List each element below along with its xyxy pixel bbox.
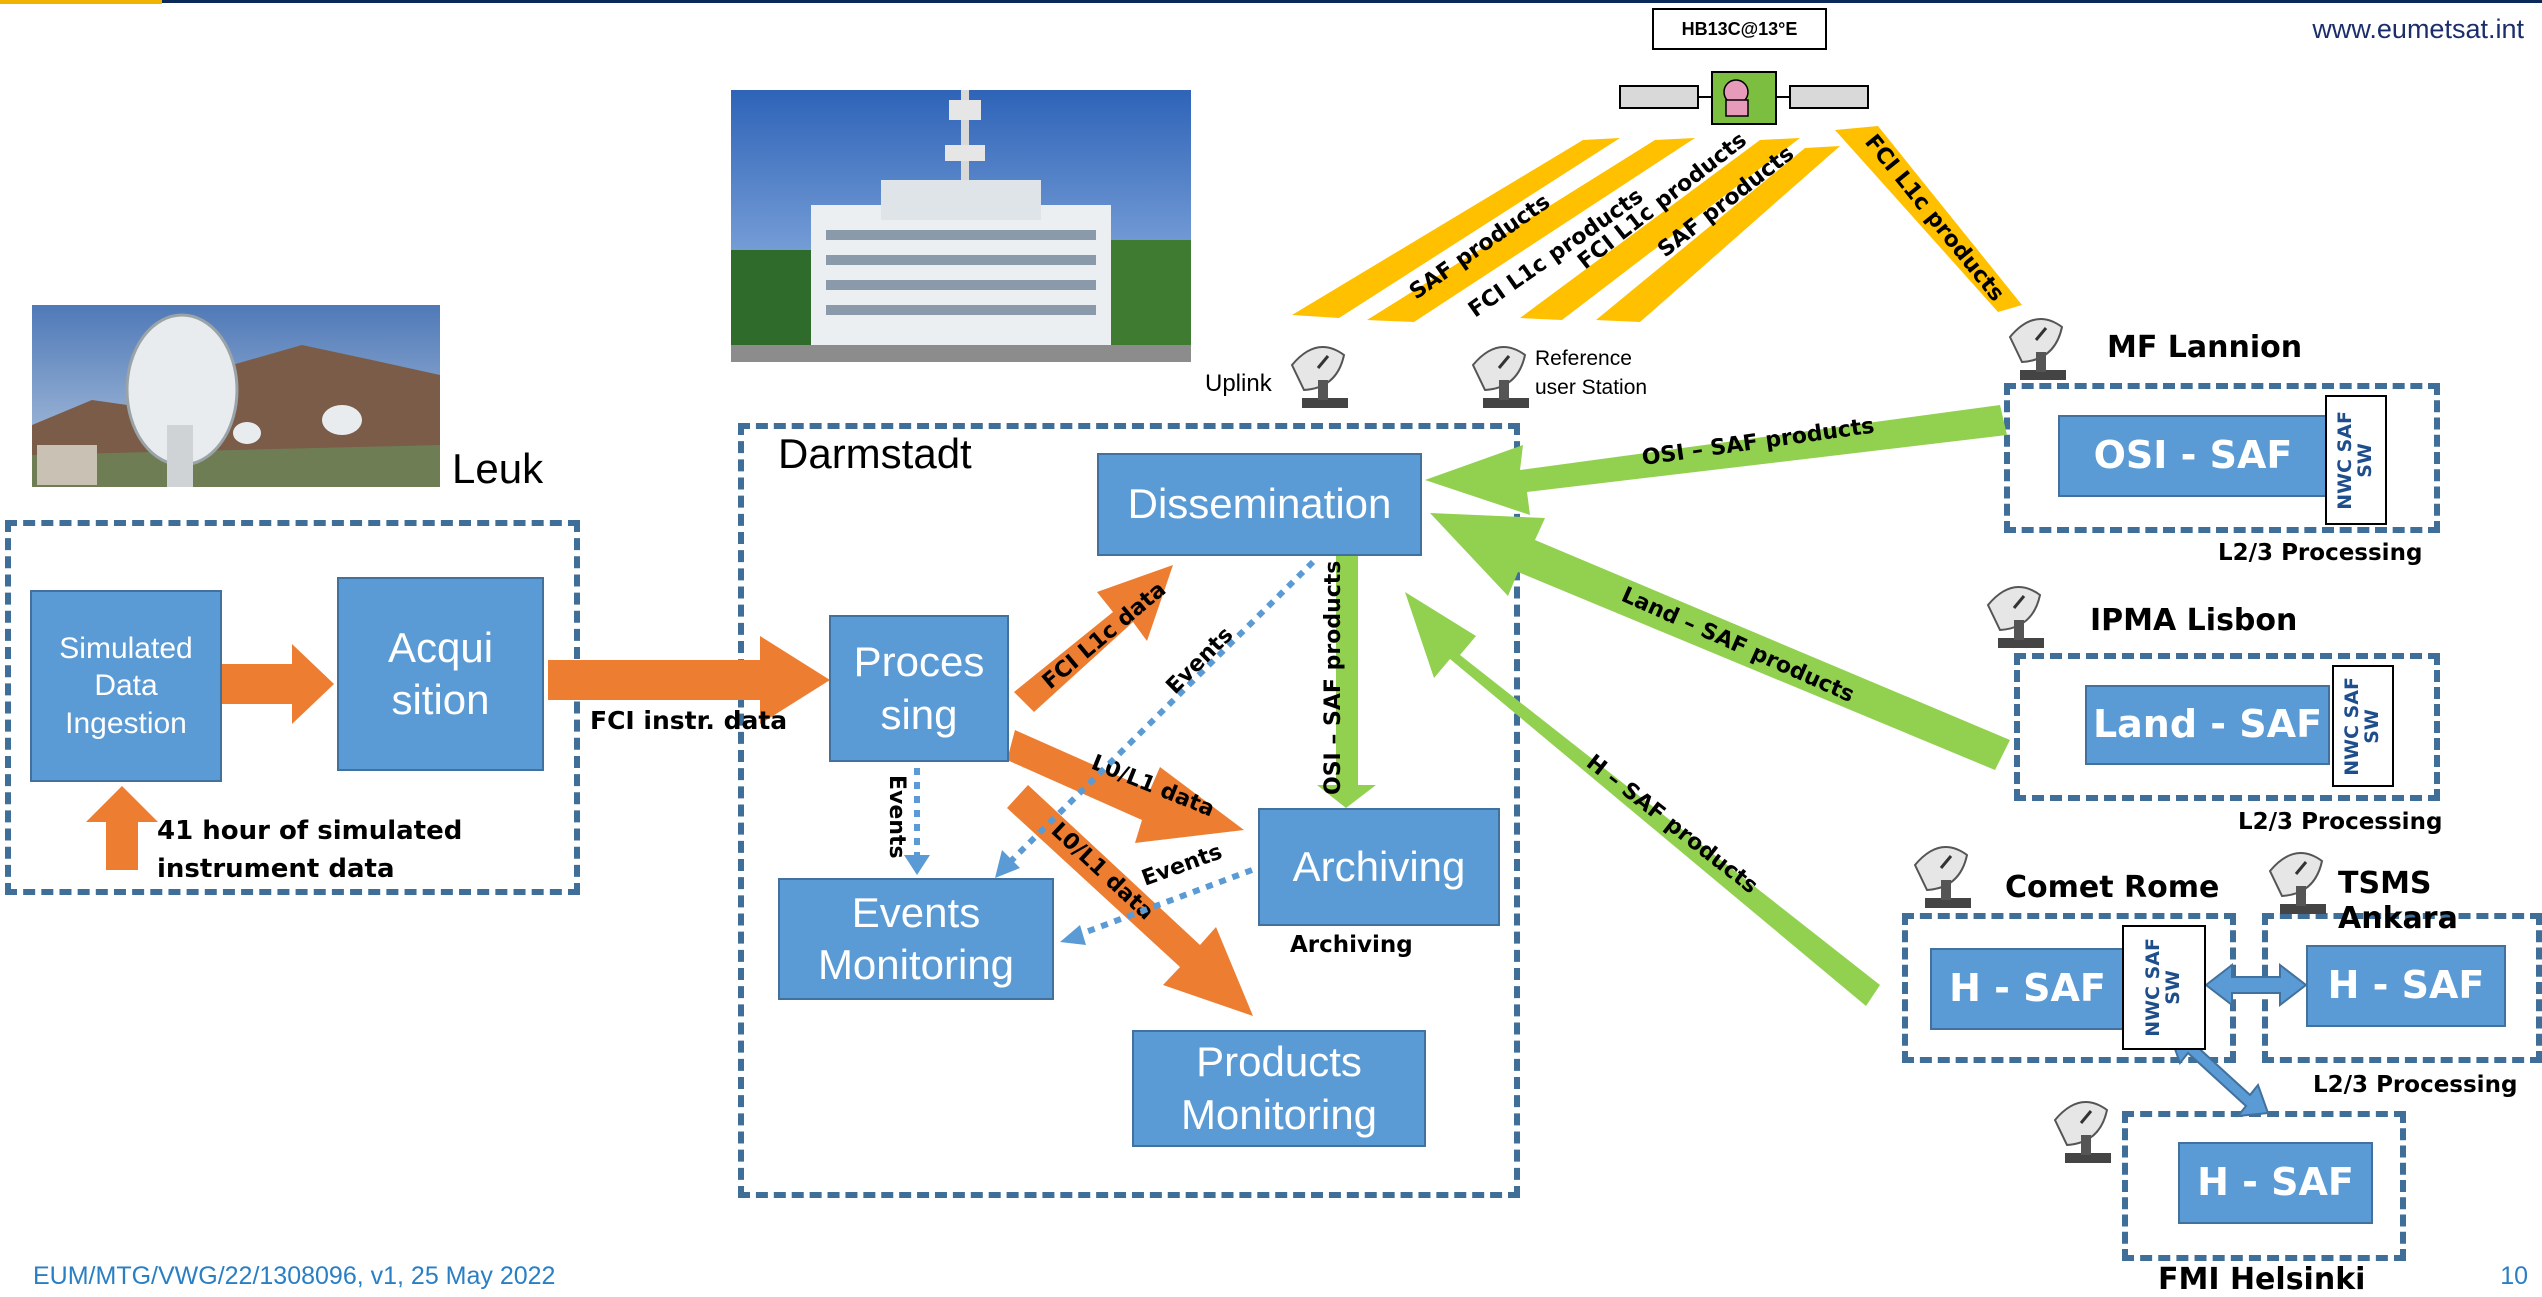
leuk-station-photo [32, 305, 440, 487]
arrow-dissemination-archiving [1317, 548, 1376, 808]
arrow-processing-products [1007, 785, 1253, 1016]
archiving-box: Archiving [1258, 808, 1500, 926]
products-monitoring-line2: Monitoring [1180, 1090, 1378, 1138]
h-saf-products-label: H – SAF products [1581, 750, 1762, 899]
helsinki-dish-icon [2053, 1101, 2111, 1163]
darmstadt-building-photo [731, 90, 1191, 362]
events-monitoring-line2: Monitoring [817, 941, 1015, 988]
simulated-data-ingestion-box: Simulated Data Ingestion [30, 590, 222, 782]
ipma-lisbon-container [2014, 653, 2440, 801]
arrow-osi-dissemination [1425, 405, 2007, 515]
arrow-processing-archiving [1007, 730, 1244, 843]
page-number: 10 [2500, 1262, 2528, 1290]
processing-line2: sing [880, 690, 958, 738]
simulated-data-label-2: instrument data [157, 854, 395, 884]
fmi-helsinki-label: FMI Helsinki [2158, 1262, 2366, 1297]
events-label-3: Events [1139, 840, 1226, 892]
acquisition-line1: Acqui [387, 623, 494, 671]
arrow-rome-ankara [2204, 962, 2308, 1008]
products-monitoring-line1: Products [1196, 1038, 1362, 1085]
l23-processing-label-lisbon: L2/3 Processing [2238, 809, 2443, 835]
osi-saf-box: OSI - SAF [2058, 415, 2328, 497]
arrow-acquisition-processing [548, 636, 830, 724]
comet-rome-label: Comet Rome [2005, 870, 2220, 905]
ankara-dish-icon [2268, 852, 2326, 914]
arrow-simulated-data-up [86, 786, 158, 870]
mf-lannion-container [2004, 383, 2440, 533]
products-monitoring-box: Products Monitoring [1132, 1030, 1426, 1147]
simulated-data-label-1: 41 hour of simulated [157, 816, 463, 846]
satellite-panel-left [1619, 85, 1699, 109]
events-label-1: Events [1162, 622, 1239, 699]
events-monitoring-line1: Events [851, 888, 981, 936]
h-saf-helsinki-box: H - SAF [2178, 1142, 2373, 1224]
reference-label-2: user Station [1535, 376, 1648, 399]
footer-doc-ref: EUM/MTG/VWG/22/1308096, v1, 25 May 2022 [33, 1262, 556, 1290]
events-dissemination-line [1007, 559, 1316, 865]
processing-line1: Proces [853, 638, 985, 685]
darmstadt-label: Darmstadt [778, 430, 972, 477]
beam-fci-reference [1520, 138, 1800, 320]
events-label-2: Events [884, 775, 909, 859]
mf-lannion-label: MF Lannion [2107, 330, 2303, 365]
beam-fci-lannion [1835, 126, 2022, 312]
reference-dish-icon [1471, 346, 1529, 408]
processing-box: Proces sing [829, 615, 1009, 762]
leuk-container [5, 520, 580, 895]
l23-processing-label-lannion: L2/3 Processing [2218, 540, 2423, 566]
osi-saf-products-vertical-label: OSI – SAF products [1321, 561, 1346, 795]
top-bar [0, 0, 2542, 3]
reference-label-1: Reference [1535, 347, 1632, 370]
h-saf-rome-box: H - SAF [1930, 948, 2125, 1030]
beam-saf-reference [1596, 146, 1840, 322]
lisbon-dish-icon [1986, 586, 2044, 648]
arrow-ingestion-acquisition [222, 644, 334, 724]
satellite-label: HB13C@13°E [1652, 8, 1827, 50]
beam-fci-uplink [1367, 138, 1695, 322]
header-url[interactable]: www.eumetsat.int [2312, 14, 2524, 44]
beam-saf-uplink [1292, 138, 1620, 318]
land-saf-box: Land - SAF [2085, 685, 2330, 765]
darmstadt-container [738, 423, 1520, 1198]
leuk-label: Leuk [452, 445, 544, 492]
fci-l1c-products-label-3: FCI L1c products [1859, 130, 2009, 306]
uplink-label: Uplink [1205, 370, 1272, 397]
archiving-caption: Archiving [1290, 932, 1413, 958]
acquisition-box: Acqui sition [337, 577, 544, 771]
l23-processing-label-rome: L2/3 Processing [2313, 1072, 2518, 1098]
arrow-hsaf-dissemination [1405, 592, 1880, 1006]
arrow-processing-dissemination [1014, 565, 1173, 712]
tsms-ankara-label: TSMS Ankara [2338, 866, 2458, 936]
fci-instr-data-label: FCI instr. data [590, 706, 788, 735]
ipma-lisbon-label: IPMA Lisbon [2090, 603, 2298, 638]
uplink-dish-icon [1290, 346, 1348, 408]
h-saf-ankara-box: H - SAF [2306, 945, 2506, 1027]
top-accent [0, 0, 162, 4]
lannion-dish-icon [2008, 318, 2066, 380]
land-saf-products-label: Land – SAF products [1618, 583, 1858, 708]
acquisition-line2: sition [391, 676, 490, 723]
events-archiving-line [1076, 867, 1254, 938]
events-monitoring-box: Events Monitoring [778, 878, 1054, 1000]
rome-dish-icon [1913, 846, 1971, 908]
dissemination-box: Dissemination [1097, 453, 1422, 556]
satellite-panel-right [1789, 85, 1869, 109]
arrow-land-dissemination [1430, 513, 2010, 770]
